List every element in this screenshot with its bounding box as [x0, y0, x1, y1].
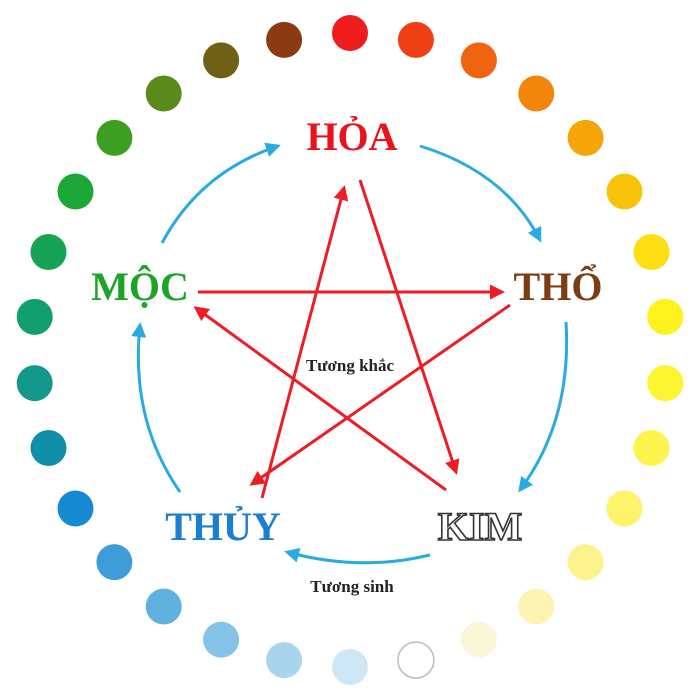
ring-dot	[647, 365, 684, 402]
ring-dot	[606, 490, 643, 527]
ring-dot	[30, 234, 67, 270]
ring-dot	[397, 21, 434, 58]
ring-dot	[266, 642, 303, 679]
label-moc: MỘC	[91, 264, 189, 309]
ring-dot	[57, 173, 94, 210]
label-thuy: THỦY	[165, 504, 281, 549]
label-kim: KIM	[438, 504, 522, 549]
ring-dot	[460, 42, 497, 79]
ring-dot	[647, 298, 684, 335]
ring-dot	[57, 490, 94, 527]
ring-dot	[16, 365, 53, 402]
ring-dot	[518, 75, 555, 112]
label-hoa: HỎA	[306, 114, 397, 159]
arrow-hoa-to-tho	[419, 144, 542, 243]
arrow-thuy-to-moc	[131, 322, 182, 493]
ring-dot	[203, 621, 240, 658]
color-dot-ring	[16, 15, 684, 685]
ring-dot	[203, 42, 240, 79]
ring-dot	[633, 234, 670, 270]
arrow-thuy-to-hoa	[260, 185, 349, 499]
arrow-hoa-to-kim	[358, 179, 460, 475]
label-tuong-khac: Tương khắc	[306, 356, 395, 375]
ring-dot	[633, 430, 670, 466]
ring-dot	[518, 588, 555, 625]
arrow-moc-to-hoa	[160, 142, 281, 244]
ring-dot	[145, 588, 182, 625]
generating-cycle-arrows	[131, 142, 569, 565]
ring-dot	[16, 298, 53, 335]
ring-dot	[567, 119, 604, 156]
label-tho: THỔ	[514, 263, 603, 309]
ring-dot	[30, 430, 67, 466]
ring-dot	[145, 75, 182, 112]
arrow-tho-to-thuy	[249, 303, 511, 486]
ring-dot	[460, 621, 497, 658]
ring-dot	[96, 119, 133, 156]
ring-dot	[567, 544, 604, 581]
ring-dot	[96, 544, 133, 581]
ring-dot	[266, 21, 303, 58]
label-tuong-sinh: Tương sinh	[310, 577, 394, 596]
overcoming-cycle-arrows	[193, 179, 511, 499]
arrow-kim-to-thuy	[284, 547, 431, 565]
ring-dot	[332, 649, 368, 685]
ring-dot	[606, 173, 643, 210]
ring-dot	[332, 15, 368, 51]
arrow-tho-to-kim	[518, 321, 569, 493]
arrow-kim-to-moc	[193, 306, 447, 492]
ring-dot	[397, 641, 435, 679]
